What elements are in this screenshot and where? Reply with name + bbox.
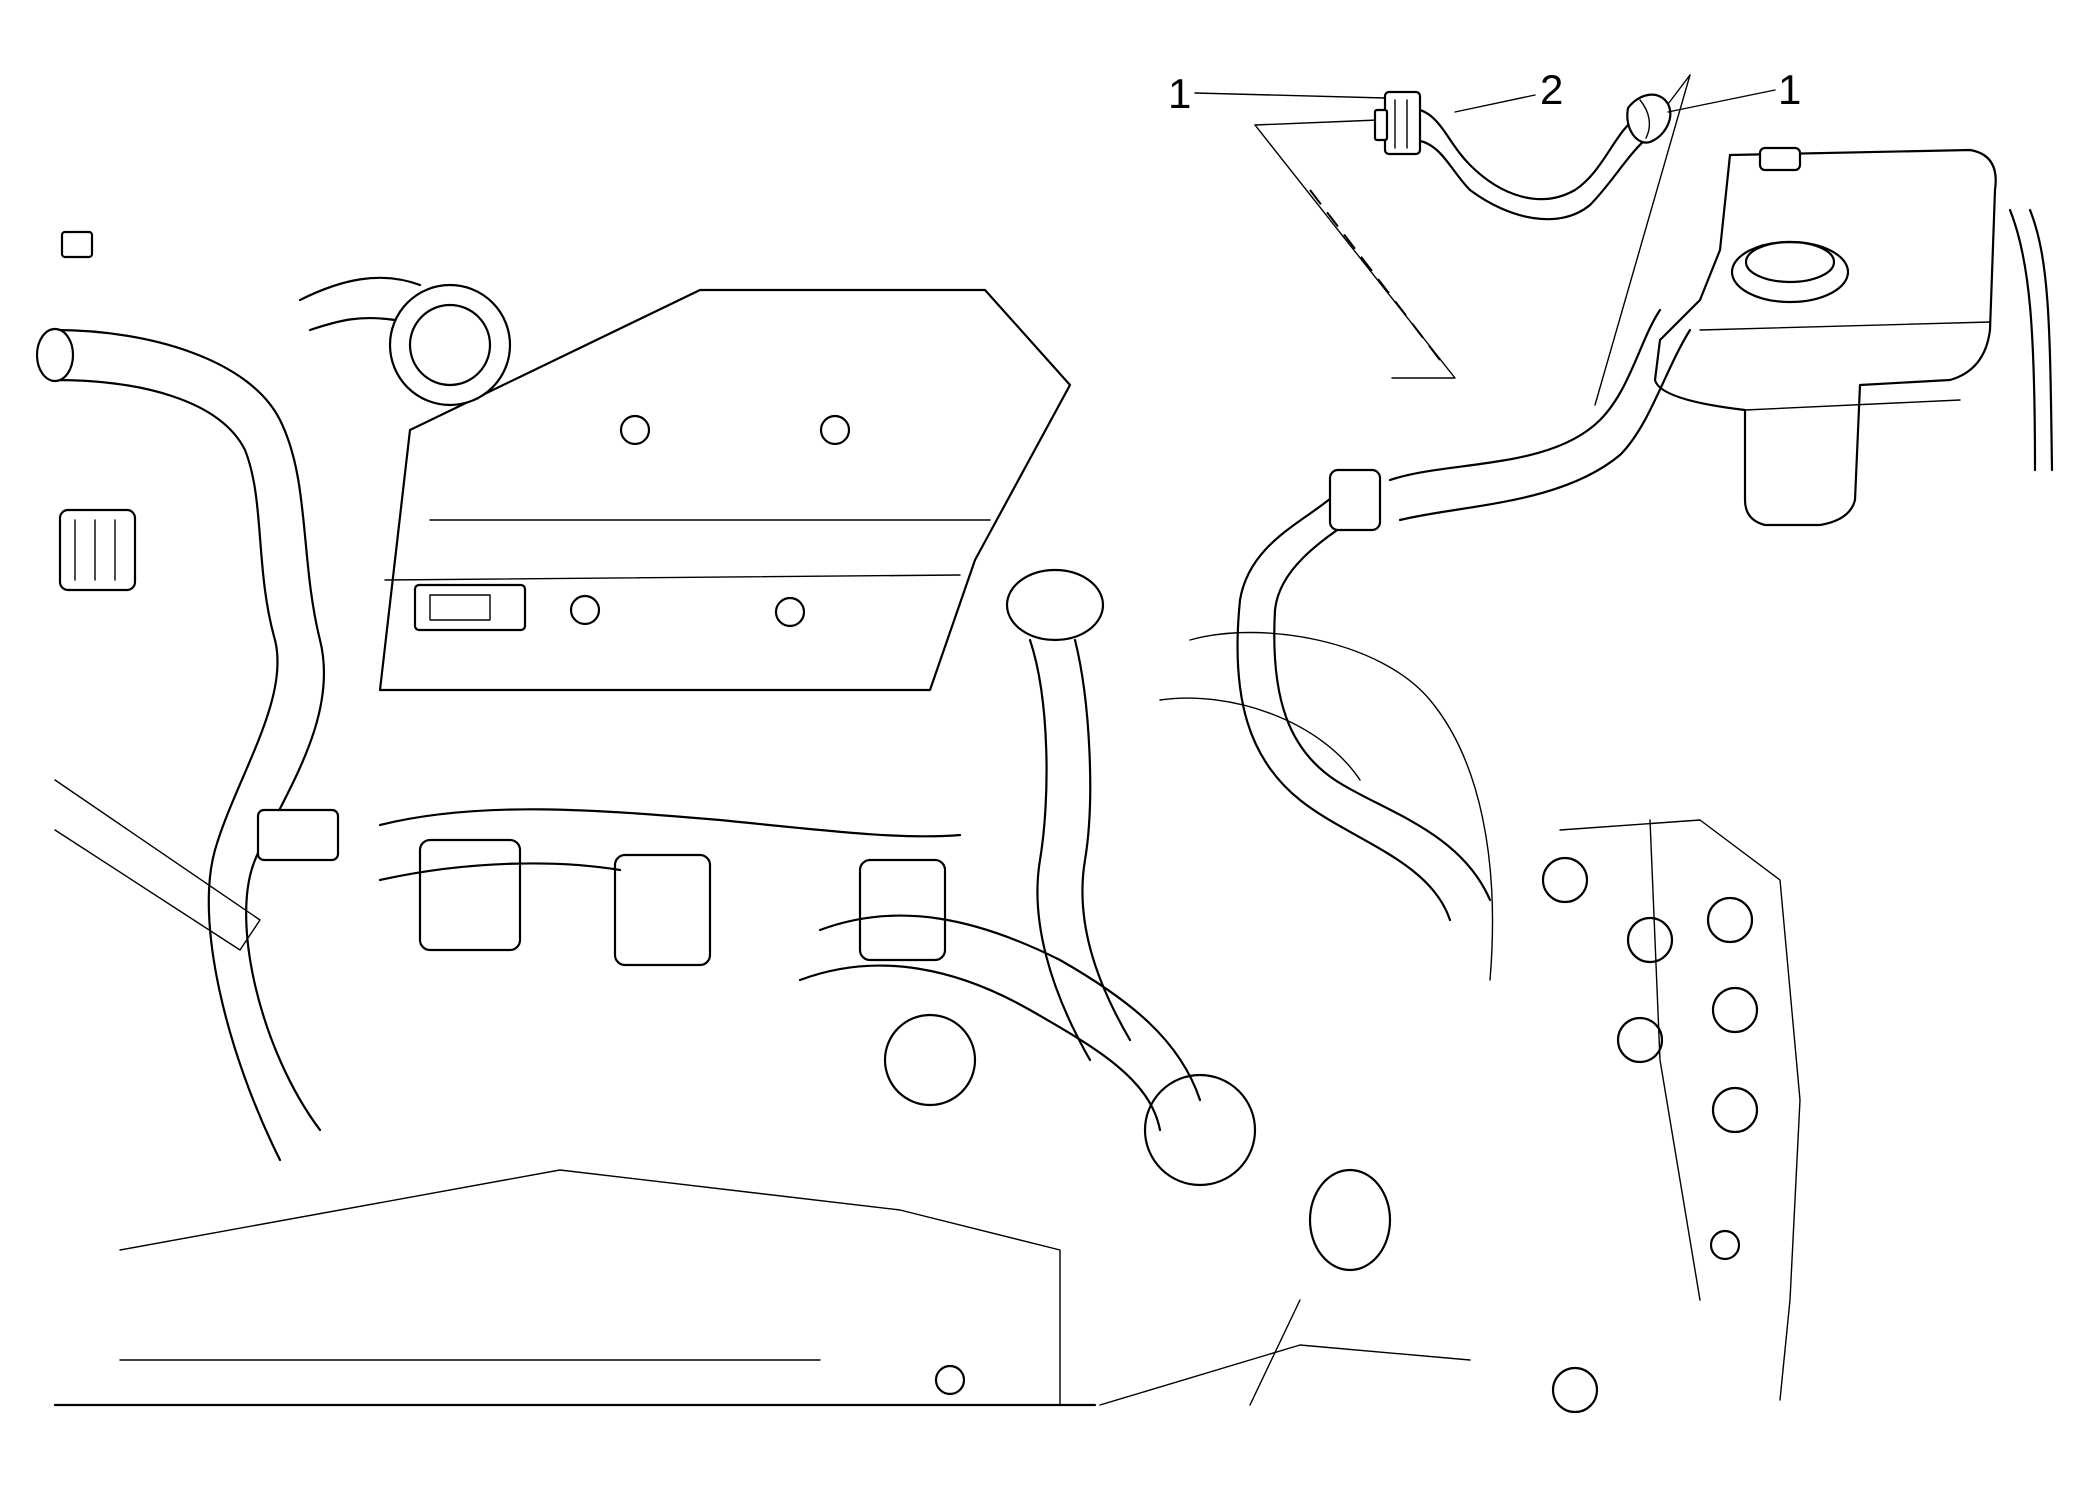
exhaust-manifold (883, 631, 1494, 1272)
coolant-reservoir (1653, 146, 2054, 527)
hose-detail-inset (1194, 74, 1776, 406)
callout-2: 2 (1540, 66, 1563, 113)
heater-hoses (798, 308, 1692, 1132)
callout-1-right: 1 (1778, 66, 1801, 113)
upper-radiator-hose (35, 327, 340, 1162)
throttle-body (298, 276, 512, 407)
engine-cover (378, 288, 1072, 692)
left-bracket (54, 230, 261, 951)
transmission-housing (1541, 819, 1801, 1401)
hose-clamp-right (1626, 93, 1672, 144)
callout-1-left: 1 (1168, 70, 1191, 117)
hose-clamp-left (1373, 90, 1422, 156)
radiator-support (53, 1169, 1599, 1414)
ignition-coils (378, 808, 962, 967)
